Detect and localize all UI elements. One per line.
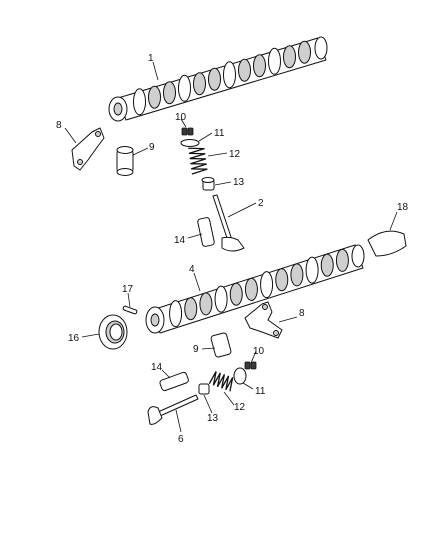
- callout-16: 16: [68, 333, 80, 344]
- cam-lobe: [305, 256, 319, 284]
- callout-6: 6: [178, 434, 184, 445]
- cam-lobe: [298, 40, 311, 64]
- valve-spring-upper: [188, 147, 208, 175]
- callout-11-lower: 11: [255, 386, 266, 397]
- lash-adjuster-lower: [210, 332, 232, 358]
- camshaft-seal: [98, 314, 128, 350]
- callout-14-upper: 14: [174, 235, 186, 246]
- cam-lobe: [178, 74, 191, 102]
- spring-coil: [208, 371, 234, 392]
- cam-lobe: [208, 67, 221, 91]
- callout-13-lower: 13: [207, 413, 219, 424]
- callout-2: 2: [258, 198, 264, 209]
- callout-13-upper: 13: [233, 177, 245, 188]
- spring-coil: [188, 147, 208, 175]
- cam-lobe: [199, 292, 213, 316]
- cam-lobe: [260, 271, 274, 299]
- cam-lobe: [193, 72, 206, 96]
- valve-keepers-lower: [244, 361, 257, 370]
- cam-lobe: [133, 88, 146, 116]
- valve-upper: [212, 194, 245, 252]
- callout-12-lower: 12: [234, 402, 246, 413]
- lash-adjuster-upper: [116, 146, 134, 176]
- valve-keepers-upper: [181, 127, 194, 136]
- cam-lobe: [244, 277, 258, 301]
- callout-4: 4: [189, 264, 195, 275]
- cam-lobe: [238, 58, 251, 82]
- valve-lower: [147, 394, 199, 425]
- cam-lobe: [275, 268, 289, 292]
- callout-labels: 1 8 9 10 11 12 13 2 14 18 4 17 16 8 9 10…: [56, 53, 409, 445]
- callout-10-lower: 10: [253, 346, 265, 357]
- cam-lobe: [184, 297, 198, 321]
- valve-guide-lower: [159, 371, 189, 392]
- cam-lobe: [229, 282, 243, 306]
- callout-12-upper: 12: [229, 149, 241, 160]
- bearing-cap: [367, 230, 407, 257]
- cam-lobe: [214, 285, 228, 313]
- rocker-arm-lower: [244, 301, 283, 339]
- cam-lobe: [223, 61, 236, 89]
- callout-18: 18: [397, 202, 409, 213]
- callout-9-upper: 9: [149, 142, 155, 153]
- callout-17: 17: [122, 284, 134, 295]
- cam-lobe: [290, 263, 304, 287]
- dowel-pin: [122, 305, 138, 315]
- cam-lobe: [268, 47, 281, 75]
- cam-lobe: [320, 253, 334, 277]
- cam-lobe: [148, 85, 161, 109]
- callout-1: 1: [148, 53, 154, 64]
- callout-11-upper: 11: [214, 128, 225, 139]
- spring-retainer-upper: [180, 139, 200, 147]
- valve-spring-lower: [208, 371, 234, 392]
- callout-14-lower: 14: [151, 362, 163, 373]
- cam-lobe: [163, 81, 176, 105]
- valve-seal-lower: [198, 383, 210, 395]
- cam-lobe: [253, 54, 266, 78]
- spring-retainer-lower: [233, 367, 247, 385]
- valve-seal-upper: [201, 177, 215, 191]
- cam-lobe: [335, 248, 349, 272]
- cam-lobe: [283, 45, 296, 69]
- lower-camshaft: [145, 244, 365, 334]
- callout-8-lower: 8: [299, 308, 305, 319]
- callout-10-upper: 10: [175, 112, 187, 123]
- cam-lobe: [169, 300, 183, 328]
- upper-camshaft: [108, 36, 328, 122]
- leader-lines: [64, 61, 398, 433]
- callout-9-lower: 9: [193, 344, 199, 355]
- valve-guide-upper: [197, 217, 215, 247]
- callout-8-upper: 8: [56, 120, 62, 131]
